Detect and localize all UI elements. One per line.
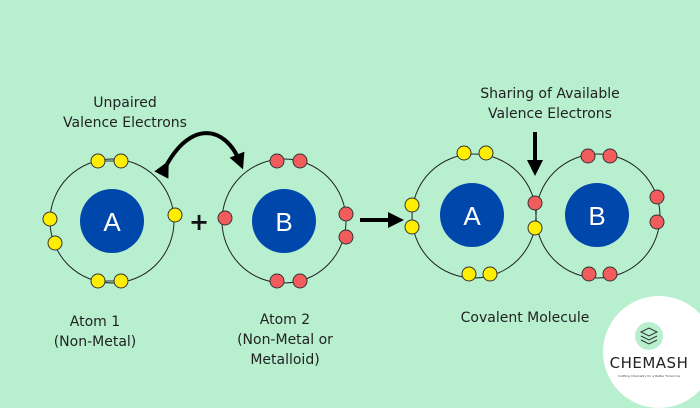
- nucleus-label-a: A: [103, 207, 121, 237]
- svg-text:B: B: [588, 201, 605, 231]
- electrons-atom-1: [42, 153, 183, 289]
- atom-1: A: [42, 153, 183, 289]
- covalent-molecule: A B: [404, 145, 665, 282]
- layers-icon: [635, 322, 663, 350]
- nucleus-label-b: B: [275, 207, 292, 237]
- label-atom-1: Atom 1(Non-Metal): [53, 314, 137, 350]
- logo-name: CHEMASH: [609, 354, 689, 372]
- nucleus-b: [252, 189, 316, 253]
- nucleus-a: [80, 189, 144, 253]
- electrons-atom-2: [217, 153, 354, 289]
- plus-sign: +: [189, 208, 209, 236]
- label-molecule: Covalent Molecule: [460, 310, 590, 326]
- exchange-arrow: [154, 131, 245, 179]
- svg-text:A: A: [463, 201, 481, 231]
- logo-tagline: Crafting Chemistry for a Better Tomorrow: [618, 374, 680, 378]
- atom-2: B: [217, 153, 354, 289]
- chemash-logo: CHEMASH Crafting Chemistry for a Better …: [603, 296, 700, 408]
